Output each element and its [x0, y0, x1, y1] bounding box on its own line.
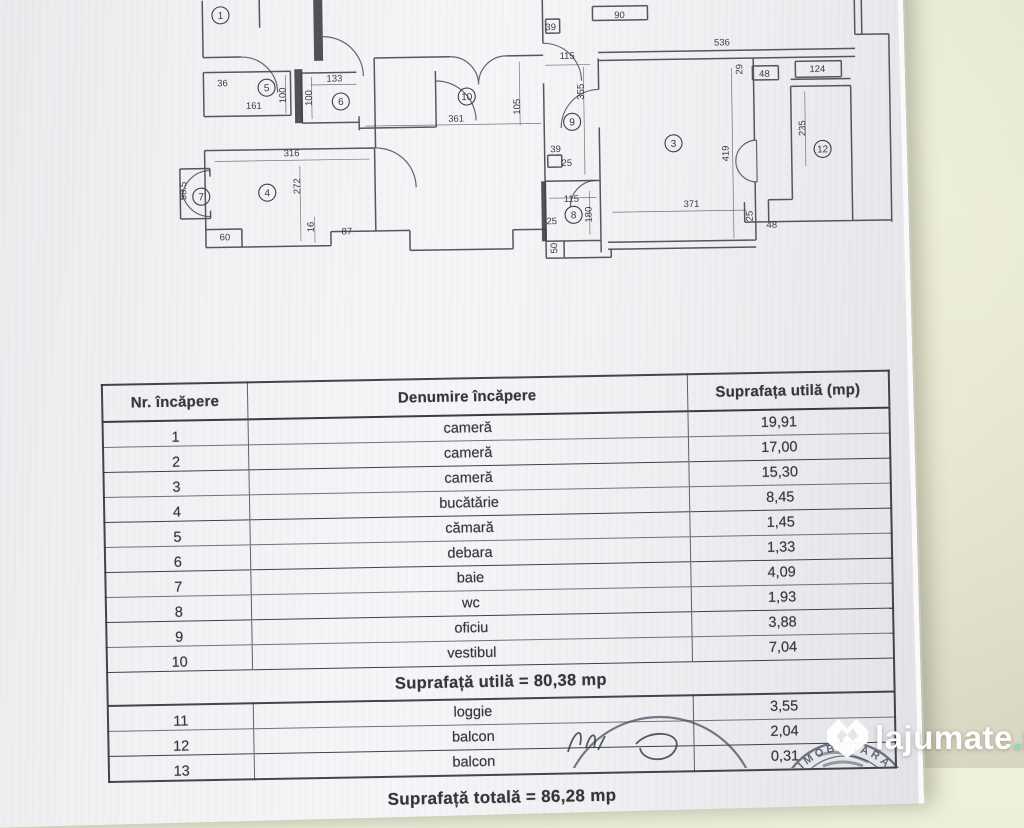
walls-thin [179, 0, 893, 260]
dimension-label: 100 [304, 90, 315, 106]
room-number-circle [563, 112, 582, 131]
room-area: 3,88 [691, 608, 894, 637]
room-number-circle [257, 78, 276, 97]
room-area: 8,45 [688, 483, 892, 512]
dimension-label: 161 [246, 101, 262, 112]
dimension-label: 133 [326, 73, 342, 84]
room-number: 8 [105, 598, 252, 627]
room-number: 5 [104, 523, 250, 552]
dimension-label: 25 [745, 211, 756, 222]
header-room-area: Suprafața utilă (mp) [686, 370, 890, 412]
room-area: 17,00 [687, 433, 891, 462]
dimension-label: 361 [448, 114, 464, 125]
watermark-tld: .ro [1012, 719, 1024, 756]
dimension-label: 60 [220, 232, 231, 243]
dimension-label: 48 [766, 220, 777, 231]
room-number-label: 5 [264, 83, 270, 94]
room-number: 10 [106, 648, 253, 677]
room-number: 12 [108, 732, 254, 761]
room-number-circle [813, 139, 832, 158]
room-number-circle [664, 134, 683, 153]
room-area: 15,30 [688, 458, 891, 487]
dimension-label: 371 [683, 199, 699, 210]
room-number-circle [258, 183, 277, 202]
dimension-label: 355 [576, 84, 587, 100]
dimension-label: 39 [550, 144, 561, 155]
walls-thick [294, 0, 548, 242]
door-arcs [181, 36, 758, 218]
room-number-label: 7 [198, 192, 204, 203]
dimension-label: 272 [292, 178, 303, 194]
room-number-circle [211, 6, 230, 25]
dimension-label: 316 [284, 148, 300, 159]
round-stamp-left [572, 715, 748, 768]
dimension-label: 235 [797, 120, 808, 136]
room-area: 1,33 [689, 533, 893, 562]
room-number-label: 4 [264, 188, 270, 199]
room-number-circle [192, 187, 211, 206]
dimension-label: 36 [217, 78, 228, 89]
dimension-label: 98.5 [178, 182, 189, 201]
dimension-label: 87 [341, 226, 352, 237]
room-number: 1 [102, 423, 249, 452]
dimension-label: 180 [583, 207, 594, 223]
dimension-label: 115 [564, 194, 579, 205]
room-number-circle [564, 205, 583, 224]
header-room-number: Nr. încăpere [101, 382, 248, 423]
lajumate-logo-icon [826, 718, 869, 759]
room-area: 4,09 [690, 558, 893, 587]
room-number: 4 [103, 498, 250, 527]
dimension-label: 419 [721, 145, 732, 161]
dimension-label: 115 [559, 51, 574, 62]
dimension-label: 536 [714, 37, 730, 48]
room-area: 19,91 [687, 407, 890, 437]
room-number-label: 8 [571, 210, 577, 221]
room-number-label: 10 [461, 92, 473, 103]
room-number: 7 [105, 573, 251, 602]
room-area: 1,45 [689, 508, 892, 537]
photo-of-floor-plan-document: { "colors":{"ink":"#3f4146","paper":"#f2… [0, 0, 1024, 768]
room-area: 1,93 [690, 583, 894, 612]
room-number: 13 [108, 757, 255, 786]
dimension-label: 39 [545, 22, 556, 33]
room-number-label: 1 [218, 11, 224, 22]
room-number-label: 6 [338, 97, 344, 108]
room-number: 2 [103, 448, 249, 477]
dimension-label: 124 [809, 64, 825, 75]
dimension-label: 105 [512, 99, 523, 115]
watermark-name: lajumate.ro [875, 719, 1024, 757]
dimension-label: 16 [306, 222, 317, 233]
room-number-circle [331, 92, 350, 111]
room-number: 11 [107, 707, 254, 736]
room-number: 9 [106, 623, 252, 652]
room-number-circle [457, 87, 476, 106]
dimension-label: 50 [549, 243, 560, 254]
room-number: 3 [103, 473, 249, 502]
dimension-label: 48 [759, 69, 770, 80]
room-number-label: 9 [569, 117, 575, 128]
room-area: 7,04 [691, 633, 894, 662]
dimension-label: 100 [278, 87, 289, 103]
room-number: 6 [104, 548, 251, 577]
dimension-label: 25 [561, 158, 572, 169]
room-number-label: 3 [671, 139, 677, 150]
dimension-lines [214, 61, 807, 243]
dimension-label: 90 [614, 10, 625, 21]
watermark: lajumate.ro [824, 716, 1024, 760]
room-number-label: 12 [817, 144, 829, 155]
handwriting [567, 732, 678, 761]
dimension-label: 25 [546, 216, 557, 227]
dimension-label: 29 [734, 64, 745, 75]
